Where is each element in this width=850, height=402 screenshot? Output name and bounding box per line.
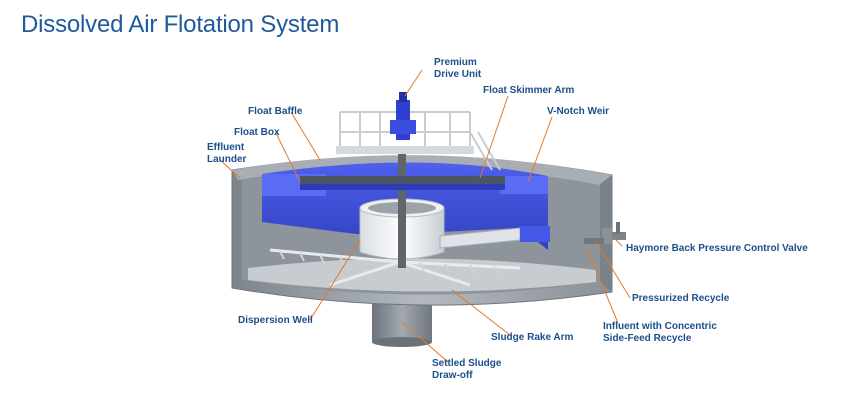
page-title: Dissolved Air Flotation System [21,11,340,38]
premium-drive-unit [390,92,416,140]
label-float-skimmer-arm: Float Skimmer Arm [483,85,575,96]
label-line: Effluent [207,142,245,153]
label-sludge-rake-arm: Sludge Rake Arm [491,332,574,343]
label-premium-drive-unit: Premium Drive Unit [434,57,481,81]
label-pressurized-recycle: Pressurized Recycle [632,293,730,304]
influent-pipe [439,226,550,249]
label-dispersion-well: Dispersion Well [238,315,313,326]
leader-lines [219,69,631,363]
label-v-notch-weir: V-Notch Weir [547,106,610,117]
label-line: Influent with Concentric [603,321,717,332]
label-float-baffle: Float Baffle [248,106,303,117]
rake-blades [279,250,500,276]
label-line: Draw-off [432,370,473,381]
center-shaft [398,150,406,268]
label-settled-sludge: Settled Sludge Draw-off [432,358,501,382]
sludge-rake-arm [269,248,521,287]
label-line: Premium [434,57,477,68]
haymore-valve [602,222,626,244]
label-float-box: Float Box [234,127,280,138]
label-line: Settled Sludge [432,358,502,369]
recycle-pipe [584,238,604,244]
label-haymore-valve: Haymore Back Pressure Control Valve [626,243,808,254]
platform-deck [336,146,474,154]
float-skimmer-arm [300,176,505,190]
label-line: Launder [207,154,247,165]
label-effluent-launder: Effluent Launder [207,142,246,166]
label-line: Side-Feed Recycle [603,333,692,344]
label-line: Drive Unit [434,69,482,80]
label-influent: Influent with Concentric Side-Feed Recyc… [603,321,717,345]
